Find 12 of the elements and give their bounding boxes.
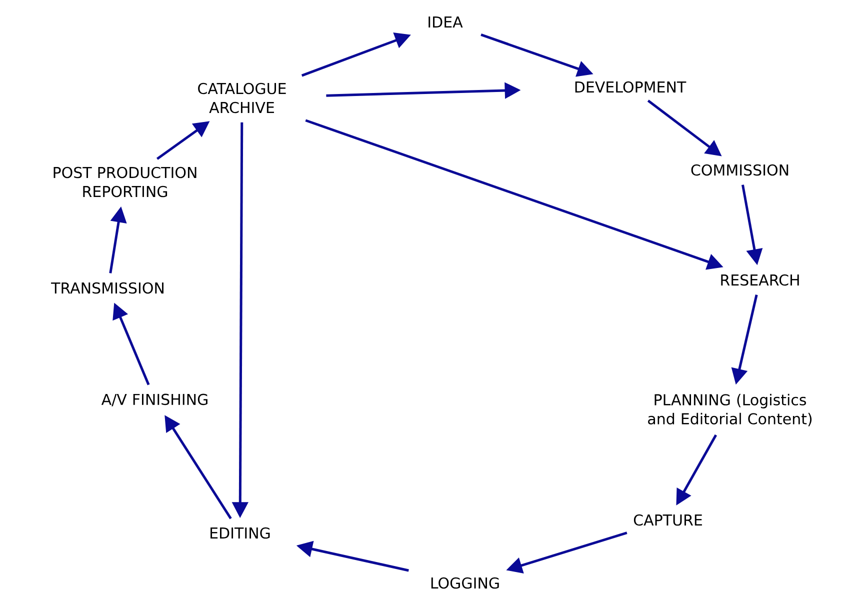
- stage-label: CAPTURE: [634, 514, 702, 526]
- stage-label: DEVELOPMENT: [575, 81, 686, 93]
- stage-label: RESEARCH: [721, 274, 799, 286]
- stage-label: TRANSMISSION: [51, 282, 164, 294]
- stage-label: IDEA: [428, 16, 463, 28]
- stage-label: CATALOGUE ARCHIVE: [198, 82, 286, 114]
- stage-label: EDITING: [210, 527, 270, 539]
- stage-label: COMMISSION: [691, 164, 788, 176]
- stage-label: LOGGING: [431, 577, 499, 589]
- stage-label: POST PRODUCTION REPORTING: [54, 166, 196, 198]
- stage-label: PLANNING (Logistics and Editorial Content): [648, 394, 812, 426]
- stage-label: A/V FINISHING: [101, 394, 208, 406]
